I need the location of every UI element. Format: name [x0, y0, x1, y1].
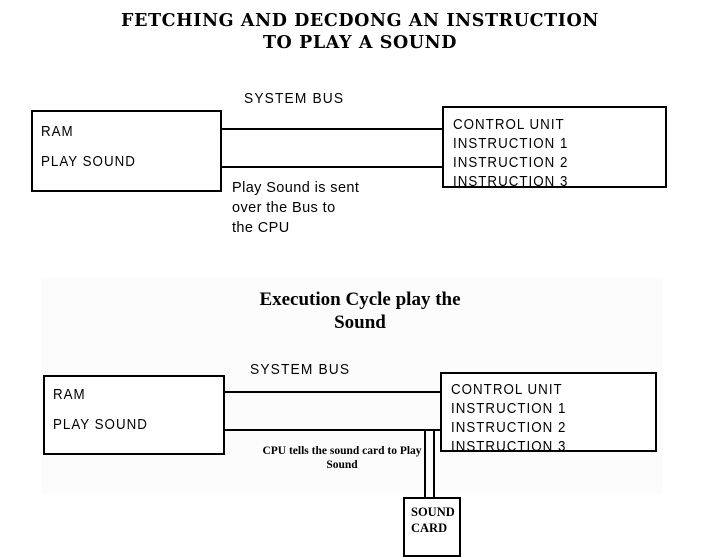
- execute-instruction-2-label: INSTRUCTION 2: [451, 420, 567, 436]
- fetch-control-unit-label: CONTROL UNIT: [453, 117, 565, 133]
- fetch-instruction-1-label: INSTRUCTION 1: [453, 136, 569, 152]
- fetch-bus-line-lower: [220, 166, 444, 168]
- sound-card-box: SOUND CARD: [403, 497, 461, 557]
- execute-instruction-3-label: INSTRUCTION 3: [451, 439, 567, 455]
- fetch-control-unit-box: CONTROL UNIT INSTRUCTION 1 INSTRUCTION 2…: [442, 106, 667, 190]
- fetch-diagram-title: FETCHING AND DECDONG AN INSTRUCTION TO P…: [121, 11, 599, 53]
- execute-instruction-1-label: INSTRUCTION 1: [451, 401, 567, 417]
- execute-bus-line-lower: [223, 429, 442, 431]
- fetch-caption: Play Sound is sent over the Bus to the C…: [232, 180, 360, 236]
- fetch-ram-contents-label: PLAY SOUND: [41, 154, 136, 170]
- sound-card-connector-left: [424, 430, 426, 498]
- fetch-ram-label: RAM: [41, 124, 74, 140]
- execute-bus-line-upper: [223, 391, 442, 393]
- fetch-bus-line-upper: [220, 128, 444, 130]
- sound-card-connector-right: [433, 430, 435, 498]
- execute-ram-label: RAM: [53, 387, 86, 403]
- execute-control-unit-box: CONTROL UNIT INSTRUCTION 1 INSTRUCTION 2…: [440, 372, 657, 455]
- sound-card-label: SOUND CARD: [411, 505, 455, 535]
- execute-caption: CPU tells the sound card to Play Sound: [262, 445, 422, 471]
- execute-ram-box: RAM PLAY SOUND: [43, 375, 225, 455]
- fetch-instruction-3-label: INSTRUCTION 3: [453, 174, 569, 190]
- fetch-system-bus-label: SYSTEM BUS: [244, 91, 345, 107]
- execute-ram-contents-label: PLAY SOUND: [53, 417, 148, 433]
- execute-system-bus-label: SYSTEM BUS: [250, 362, 351, 378]
- slide-canvas: FETCHING AND DECDONG AN INSTRUCTION TO P…: [31, 11, 667, 557]
- execute-control-unit-label: CONTROL UNIT: [451, 382, 563, 398]
- execute-diagram-title: Execution Cycle play the Sound: [259, 289, 461, 333]
- fetch-instruction-2-label: INSTRUCTION 2: [453, 155, 569, 171]
- fetch-ram-box: RAM PLAY SOUND: [31, 110, 222, 192]
